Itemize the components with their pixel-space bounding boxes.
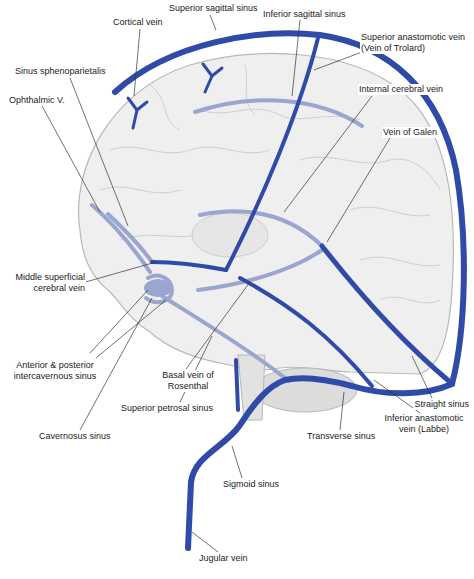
gyri-line [150, 85, 180, 130]
deep-vein [108, 214, 152, 262]
dural-sinuse [226, 38, 318, 270]
gyri-lines [100, 65, 440, 303]
leader-line [186, 282, 250, 369]
anatomy-label: Basal vein of Rosenthal [150, 370, 226, 392]
leader-line [82, 262, 156, 283]
leader-line [314, 52, 362, 70]
dural-sinuse [322, 246, 450, 382]
dural-sinuse [137, 102, 147, 110]
leader-line [284, 96, 372, 212]
anatomy-label: Transverse sinus [306, 431, 376, 442]
anatomy-label: Ophthalmic V. [8, 95, 66, 106]
leader-line [96, 300, 166, 358]
dural-sinuse [240, 278, 372, 386]
gyri-line [100, 187, 180, 193]
deep-vein [195, 100, 362, 126]
gyri-line [300, 157, 440, 190]
dural-sinuse [152, 262, 226, 270]
thalamus [192, 213, 268, 257]
gyri-line [380, 297, 440, 303]
deep-veins [92, 100, 362, 378]
brain-outline [78, 54, 453, 374]
deep-vein [200, 211, 322, 246]
anatomy-label: Jugular vein [198, 553, 249, 564]
anatomy-label: Superior sagittal sinus [168, 3, 259, 14]
leader-line [180, 336, 212, 402]
anatomy-label: Sinus sphenoparietalis [14, 66, 107, 77]
deep-vein [92, 205, 150, 272]
anatomy-label: Straight sinus [413, 399, 470, 410]
leader-line [210, 15, 216, 30]
dural-sinuse [236, 360, 238, 410]
anatomy-label: Middle superficial cerebral vein [4, 272, 86, 294]
gyri-line [350, 207, 430, 216]
dural-sinuse [115, 33, 464, 384]
deep-vein [162, 296, 285, 378]
gyri-line [110, 147, 270, 153]
anatomy-label: Anterior & posterior intercavernous sinu… [6, 360, 104, 382]
leader-line [70, 78, 128, 226]
dural-sinuse [128, 98, 137, 128]
leader-line [327, 138, 390, 242]
anatomy-label: Inferior anastomotic vein (Labbe) [378, 413, 470, 435]
leader-line [232, 446, 242, 478]
anatomy-label: Internal cerebral vein [358, 84, 444, 95]
leader-lines [42, 15, 432, 552]
gyri-line [245, 65, 255, 115]
dural-sinuse [188, 378, 452, 548]
leader-line [192, 532, 218, 552]
anatomy-label: Superior anastomotic vein (Vein of Trola… [360, 32, 470, 54]
cavernous-sinus [144, 279, 172, 297]
leader-line [42, 106, 100, 212]
leader-line [340, 392, 344, 430]
leader-line [134, 29, 140, 96]
leader-line [292, 20, 300, 96]
anatomy-label: Inferior sagittal sinus [262, 9, 347, 20]
anatomy-label: Sigmoid sinus [222, 479, 280, 490]
anatomy-label: Cortical vein [112, 17, 164, 28]
dural-sinuse [212, 68, 222, 76]
anatomy-label: Cavernosus sinus [38, 431, 112, 442]
gyri-line [360, 257, 440, 266]
dural-sinuse [203, 64, 212, 92]
leader-line [412, 356, 432, 398]
anatomy-label: Vein of Galen [382, 127, 438, 138]
anatomy-label: Superior petrosal sinus [120, 403, 214, 414]
dural-sinuses [115, 33, 464, 548]
